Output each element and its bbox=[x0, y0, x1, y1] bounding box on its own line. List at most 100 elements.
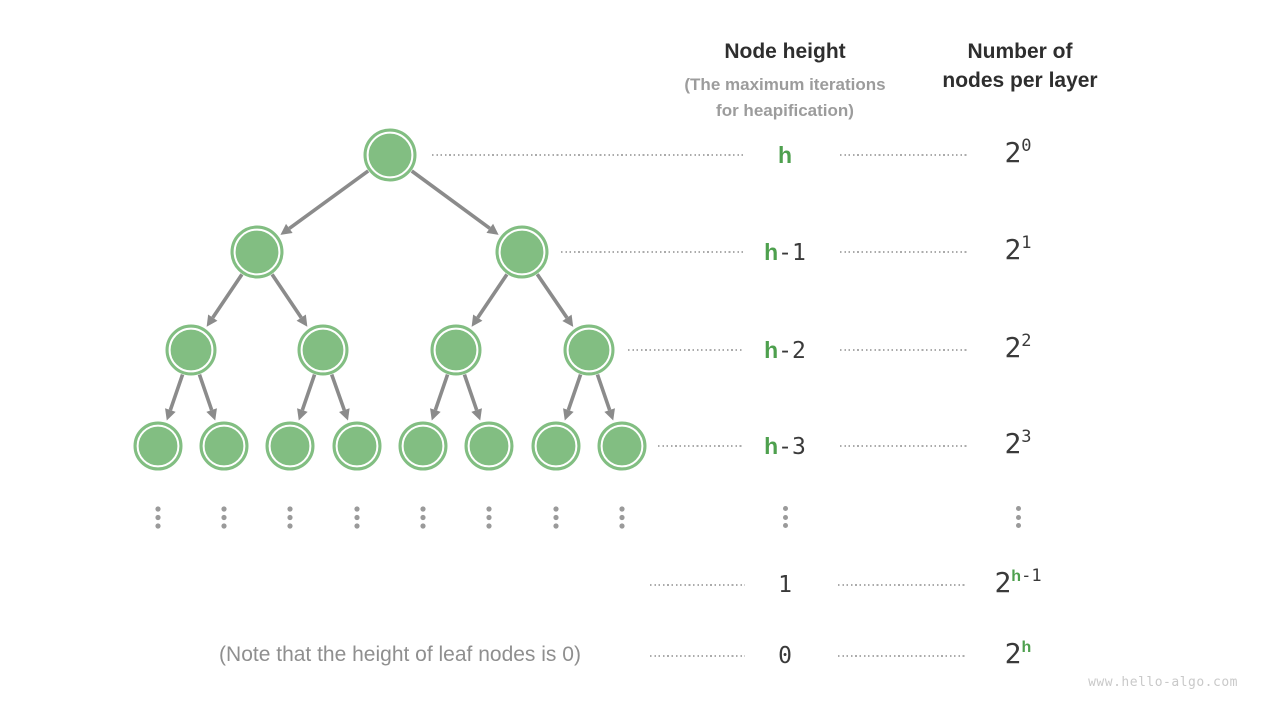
nodes-count-label: 20 bbox=[948, 134, 1088, 172]
tree-node-inner-ring bbox=[433, 327, 479, 373]
tree-continues-ellipsis-dot bbox=[221, 506, 227, 512]
dotted-connector-right bbox=[838, 584, 967, 586]
node-height-label: h bbox=[725, 138, 845, 172]
count-base: 2 bbox=[994, 566, 1012, 599]
tree-node bbox=[165, 324, 217, 376]
height-text: -1 bbox=[778, 240, 806, 266]
tree-node-inner-ring bbox=[300, 327, 346, 373]
node-height-label: h-2 bbox=[725, 333, 845, 367]
tree-edge-arrowhead bbox=[471, 408, 482, 421]
nodes-count-label: 22 bbox=[948, 329, 1088, 367]
exponent-text: 1 bbox=[1021, 233, 1032, 253]
exponent-symbol-h: h bbox=[1021, 639, 1032, 656]
node-height-label: 0 bbox=[725, 639, 845, 673]
count-exponent: h-1 bbox=[1011, 566, 1041, 586]
nodes-per-layer-title: Number of nodes per layer bbox=[900, 37, 1140, 95]
tree-edge-arrowhead bbox=[604, 408, 615, 421]
height-column-ellipsis-dot bbox=[782, 506, 788, 511]
count-base: 2 bbox=[1004, 427, 1022, 460]
node-height-label: h-1 bbox=[725, 235, 845, 269]
tree-node-inner-ring bbox=[268, 424, 312, 468]
tree-node bbox=[133, 421, 183, 471]
tree-edge-arrowhead bbox=[339, 408, 350, 421]
node-height-subtitle-line1: (The maximum iterations bbox=[684, 75, 886, 94]
tree-continues-ellipsis-dot bbox=[486, 523, 492, 529]
height-text: 1 bbox=[778, 572, 792, 598]
tree-continues-ellipsis-dot bbox=[420, 514, 426, 521]
node-height-label: 1 bbox=[725, 568, 845, 602]
tree-node-inner-ring bbox=[233, 228, 281, 276]
nodes-count-label: 2h-1 bbox=[948, 564, 1088, 602]
tree-continues-ellipsis-dot bbox=[155, 506, 161, 512]
node-height-subtitle-line2: for heapification) bbox=[716, 101, 854, 120]
tree-edge-arrow bbox=[566, 374, 583, 411]
height-symbol-h: h bbox=[777, 142, 793, 168]
tree-node-inner-ring bbox=[168, 327, 214, 373]
tree-edge-arrow bbox=[197, 374, 214, 411]
height-text: -3 bbox=[778, 434, 806, 460]
tree-continues-ellipsis-dot bbox=[486, 506, 492, 512]
tree-continues-ellipsis-dot bbox=[221, 514, 227, 521]
dotted-connector-right bbox=[840, 251, 967, 253]
height-column-ellipsis-dot bbox=[782, 514, 788, 520]
count-column-ellipsis-dot bbox=[1015, 514, 1021, 520]
node-height-title: Node height bbox=[724, 40, 846, 63]
exponent-text: 0 bbox=[1021, 136, 1032, 156]
tree-node-inner-ring bbox=[202, 424, 246, 468]
tree-edge-arrowhead bbox=[206, 408, 217, 421]
dotted-connector-left bbox=[561, 251, 745, 253]
tree-node bbox=[531, 421, 581, 471]
tree-node bbox=[230, 225, 284, 279]
tree-node bbox=[199, 421, 249, 471]
count-exponent: 1 bbox=[1021, 233, 1032, 253]
tree-edge-arrowhead bbox=[562, 314, 574, 327]
dotted-connector-right bbox=[840, 445, 967, 447]
tree-continues-ellipsis-dot bbox=[155, 514, 161, 521]
tree-edge-arrowhead bbox=[471, 314, 483, 327]
tree-edge-arrowhead bbox=[486, 223, 499, 235]
tree-continues-ellipsis-dot bbox=[619, 523, 625, 529]
tree-edge-arrow bbox=[462, 374, 479, 411]
count-column-ellipsis-dot bbox=[1015, 506, 1021, 511]
tree-node-inner-ring bbox=[136, 424, 180, 468]
tree-edge-arrowhead bbox=[296, 314, 308, 327]
dotted-connector-left bbox=[650, 584, 745, 586]
count-base: 2 bbox=[1004, 136, 1022, 169]
dotted-connector-right bbox=[838, 655, 967, 657]
node-height-label: h-3 bbox=[725, 429, 845, 463]
tree-edge-arrow bbox=[211, 273, 244, 319]
tree-node bbox=[398, 421, 448, 471]
tree-edge-arrow bbox=[476, 273, 509, 319]
tree-continues-ellipsis-dot bbox=[287, 514, 293, 521]
tree-node bbox=[464, 421, 514, 471]
tree-edge-arrow bbox=[535, 273, 569, 319]
leaf-height-note: (Note that the height of leaf nodes is 0… bbox=[219, 643, 581, 666]
tree-node-inner-ring bbox=[401, 424, 445, 468]
dotted-connector-left bbox=[432, 154, 745, 156]
tree-continues-ellipsis-dot bbox=[420, 523, 426, 529]
tree-node-inner-ring bbox=[600, 424, 644, 468]
tree-node-inner-ring bbox=[498, 228, 546, 276]
tree-node bbox=[597, 421, 647, 471]
tree-edge-arrowhead bbox=[430, 408, 441, 421]
tree-continues-ellipsis-dot bbox=[486, 514, 492, 521]
tree-edge-arrowhead bbox=[563, 408, 574, 421]
count-exponent: 2 bbox=[1021, 331, 1031, 351]
tree-continues-ellipsis-dot bbox=[155, 523, 161, 529]
dotted-connector-right bbox=[840, 349, 967, 351]
tree-edge-arrow bbox=[433, 374, 450, 411]
count-exponent: h bbox=[1022, 639, 1032, 656]
node-height-subtitle: (The maximum iterations for heapificatio… bbox=[645, 72, 925, 124]
tree-continues-ellipsis-dot bbox=[619, 514, 625, 521]
tree-node-inner-ring bbox=[335, 424, 379, 468]
tree-edge-arrow bbox=[410, 169, 491, 230]
height-symbol-h: h bbox=[764, 433, 779, 459]
nodes-count-label: 2h bbox=[948, 635, 1088, 673]
watermark: www.hello-algo.com bbox=[1088, 675, 1238, 690]
tree-edge-arrow bbox=[300, 374, 317, 411]
height-symbol-h: h bbox=[764, 337, 779, 363]
tree-edge-arrowhead bbox=[280, 223, 293, 235]
count-base: 2 bbox=[1004, 637, 1022, 670]
tree-continues-ellipsis-dot bbox=[221, 523, 227, 529]
